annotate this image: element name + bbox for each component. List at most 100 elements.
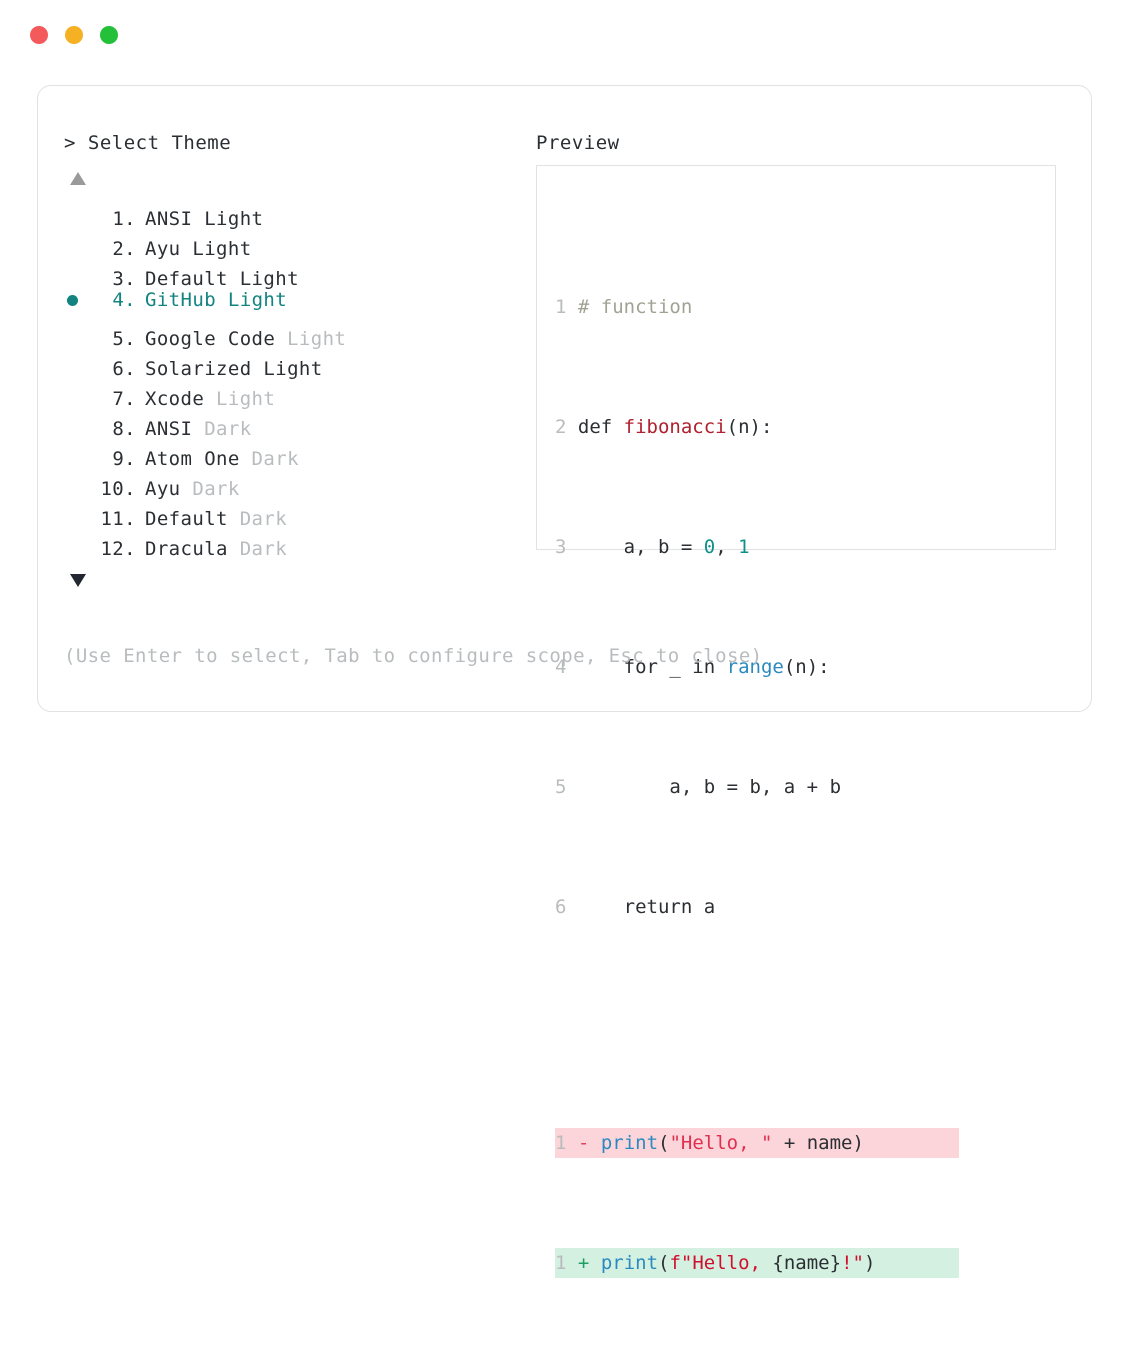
token-builtin: print (600, 1132, 659, 1154)
theme-index: 2. (112, 238, 136, 260)
list-item[interactable]: 8. ANSI Dark (64, 405, 534, 440)
theme-name: GitHub (145, 288, 217, 311)
page-title (76, 132, 88, 154)
code-space (566, 296, 577, 318)
token-fstring: f"Hello, (669, 1252, 773, 1274)
code-blank-line (555, 1012, 1055, 1038)
theme-variant: Light (227, 268, 299, 290)
code-line: 5 a, b = b, a + b (555, 772, 1055, 802)
token-text: return a (577, 896, 716, 918)
code-space (566, 1132, 577, 1154)
theme-variant: Light (251, 358, 323, 380)
selected-bullet-icon (67, 294, 78, 306)
theme-list[interactable]: 1. ANSI Light 2. Ayu Light 3. Default Li… (64, 195, 534, 560)
token-fstring: !" (841, 1252, 864, 1274)
theme-name: Default (145, 508, 228, 530)
code-line: 1 # function (555, 292, 1055, 322)
diff-line-deleted: 1 - print("Hello, " + name) (555, 1128, 959, 1158)
theme-index: 6. (112, 358, 136, 380)
window-traffic-lights (30, 26, 118, 44)
theme-index: 1. (112, 208, 136, 230)
theme-variant: Light (275, 328, 347, 350)
diff-marker-minus: - (577, 1132, 590, 1154)
token-punct: , (715, 536, 739, 558)
line-number: 1 (555, 1252, 567, 1274)
line-number: 1 (555, 296, 567, 318)
theme-variant: Light (204, 388, 276, 410)
line-number: 4 (555, 656, 567, 678)
theme-name: Default (145, 268, 228, 290)
theme-index: 3. (112, 268, 136, 290)
prompt-caret-icon: > (64, 132, 76, 154)
diff-marker-plus: + (577, 1252, 590, 1274)
code-space (566, 1252, 577, 1274)
preview-label: Preview (536, 132, 620, 154)
token-number: 0 (703, 536, 716, 558)
list-item[interactable]: 3. Default Light (64, 255, 534, 290)
list-item[interactable]: 12. Dracula Dark (64, 525, 534, 560)
token-text: a, b = (577, 536, 704, 558)
scroll-up-indicator[interactable] (64, 169, 534, 189)
theme-variant: Light (192, 208, 264, 230)
line-number: 2 (555, 416, 567, 438)
preview-pane: Preview 1 # function 2 def fibonacci(n):… (536, 131, 1066, 1278)
minimize-window-button[interactable] (65, 26, 83, 44)
theme-name: Dracula (145, 538, 228, 560)
theme-index: 4. (112, 288, 136, 311)
code-line: 6 return a (555, 892, 1055, 922)
token-string: "Hello, " (669, 1132, 773, 1154)
list-item[interactable]: 7. Xcode Light (64, 375, 534, 410)
theme-variant: Dark (227, 508, 288, 530)
theme-variant: Light (216, 288, 288, 311)
theme-index: 7. (112, 388, 136, 410)
token-text: + name) (772, 1132, 864, 1154)
scroll-down-indicator[interactable] (64, 571, 534, 593)
list-item[interactable]: 9. Atom One Dark (64, 435, 534, 470)
triangle-down-icon (70, 574, 86, 587)
token-builtin: range (726, 656, 784, 678)
bullet-slot (64, 495, 92, 525)
list-item-selected[interactable]: 4. GitHub Light (64, 285, 534, 315)
list-item[interactable]: 2. Ayu Light (64, 225, 534, 260)
theme-name: Google Code (145, 328, 276, 350)
diff-line-added: 1 + print(f"Hello, {name}!") (555, 1248, 959, 1278)
code-space (566, 776, 577, 798)
token-function-name: fibonacci (623, 416, 727, 438)
list-item[interactable]: 11. Default Dark (64, 495, 534, 530)
token-keyword: def (577, 416, 624, 438)
theme-variant: Dark (180, 478, 240, 500)
code-space (589, 1132, 600, 1154)
code-preview-box: 1 # function 2 def fibonacci(n): 3 a, b … (536, 165, 1056, 1278)
maximize-window-button[interactable] (100, 26, 118, 44)
bullet-slot (64, 285, 92, 315)
line-number: 5 (555, 776, 567, 798)
token-punct: ) (863, 1252, 876, 1274)
list-item[interactable]: 1. ANSI Light (64, 195, 534, 230)
theme-index: 11. (100, 508, 136, 530)
code-space (566, 416, 577, 438)
token-punct: ( (658, 1132, 670, 1154)
code-space (566, 536, 577, 558)
bullet-slot (64, 315, 92, 345)
bullet-slot (64, 525, 92, 555)
code-line: 3 a, b = 0, 1 (555, 532, 1055, 562)
token-number: 1 (738, 536, 750, 558)
list-item[interactable]: 6. Solarized Light (64, 345, 534, 380)
theme-name: Solarized (145, 358, 252, 380)
prompt-header: > Select Theme (64, 131, 534, 155)
bullet-slot (64, 375, 92, 405)
theme-variant: Dark (192, 418, 252, 440)
list-item[interactable]: 10. Ayu Dark (64, 465, 534, 500)
theme-picker-card: > Select Theme 1. ANSI Light 2. Ayu (37, 85, 1092, 1278)
theme-name: ANSI (145, 208, 193, 230)
token-text: for _ in (577, 656, 727, 678)
bullet-slot (64, 435, 92, 465)
line-number: 1 (555, 1132, 567, 1154)
close-window-button[interactable] (30, 26, 48, 44)
theme-variant: Dark (227, 538, 288, 560)
list-item[interactable]: 5. Google Code Light (64, 315, 534, 350)
triangle-up-icon (70, 172, 86, 185)
theme-index: 5. (112, 328, 136, 350)
code-line: 4 for _ in range(n): (555, 652, 1055, 682)
theme-name: Ayu (145, 238, 181, 260)
